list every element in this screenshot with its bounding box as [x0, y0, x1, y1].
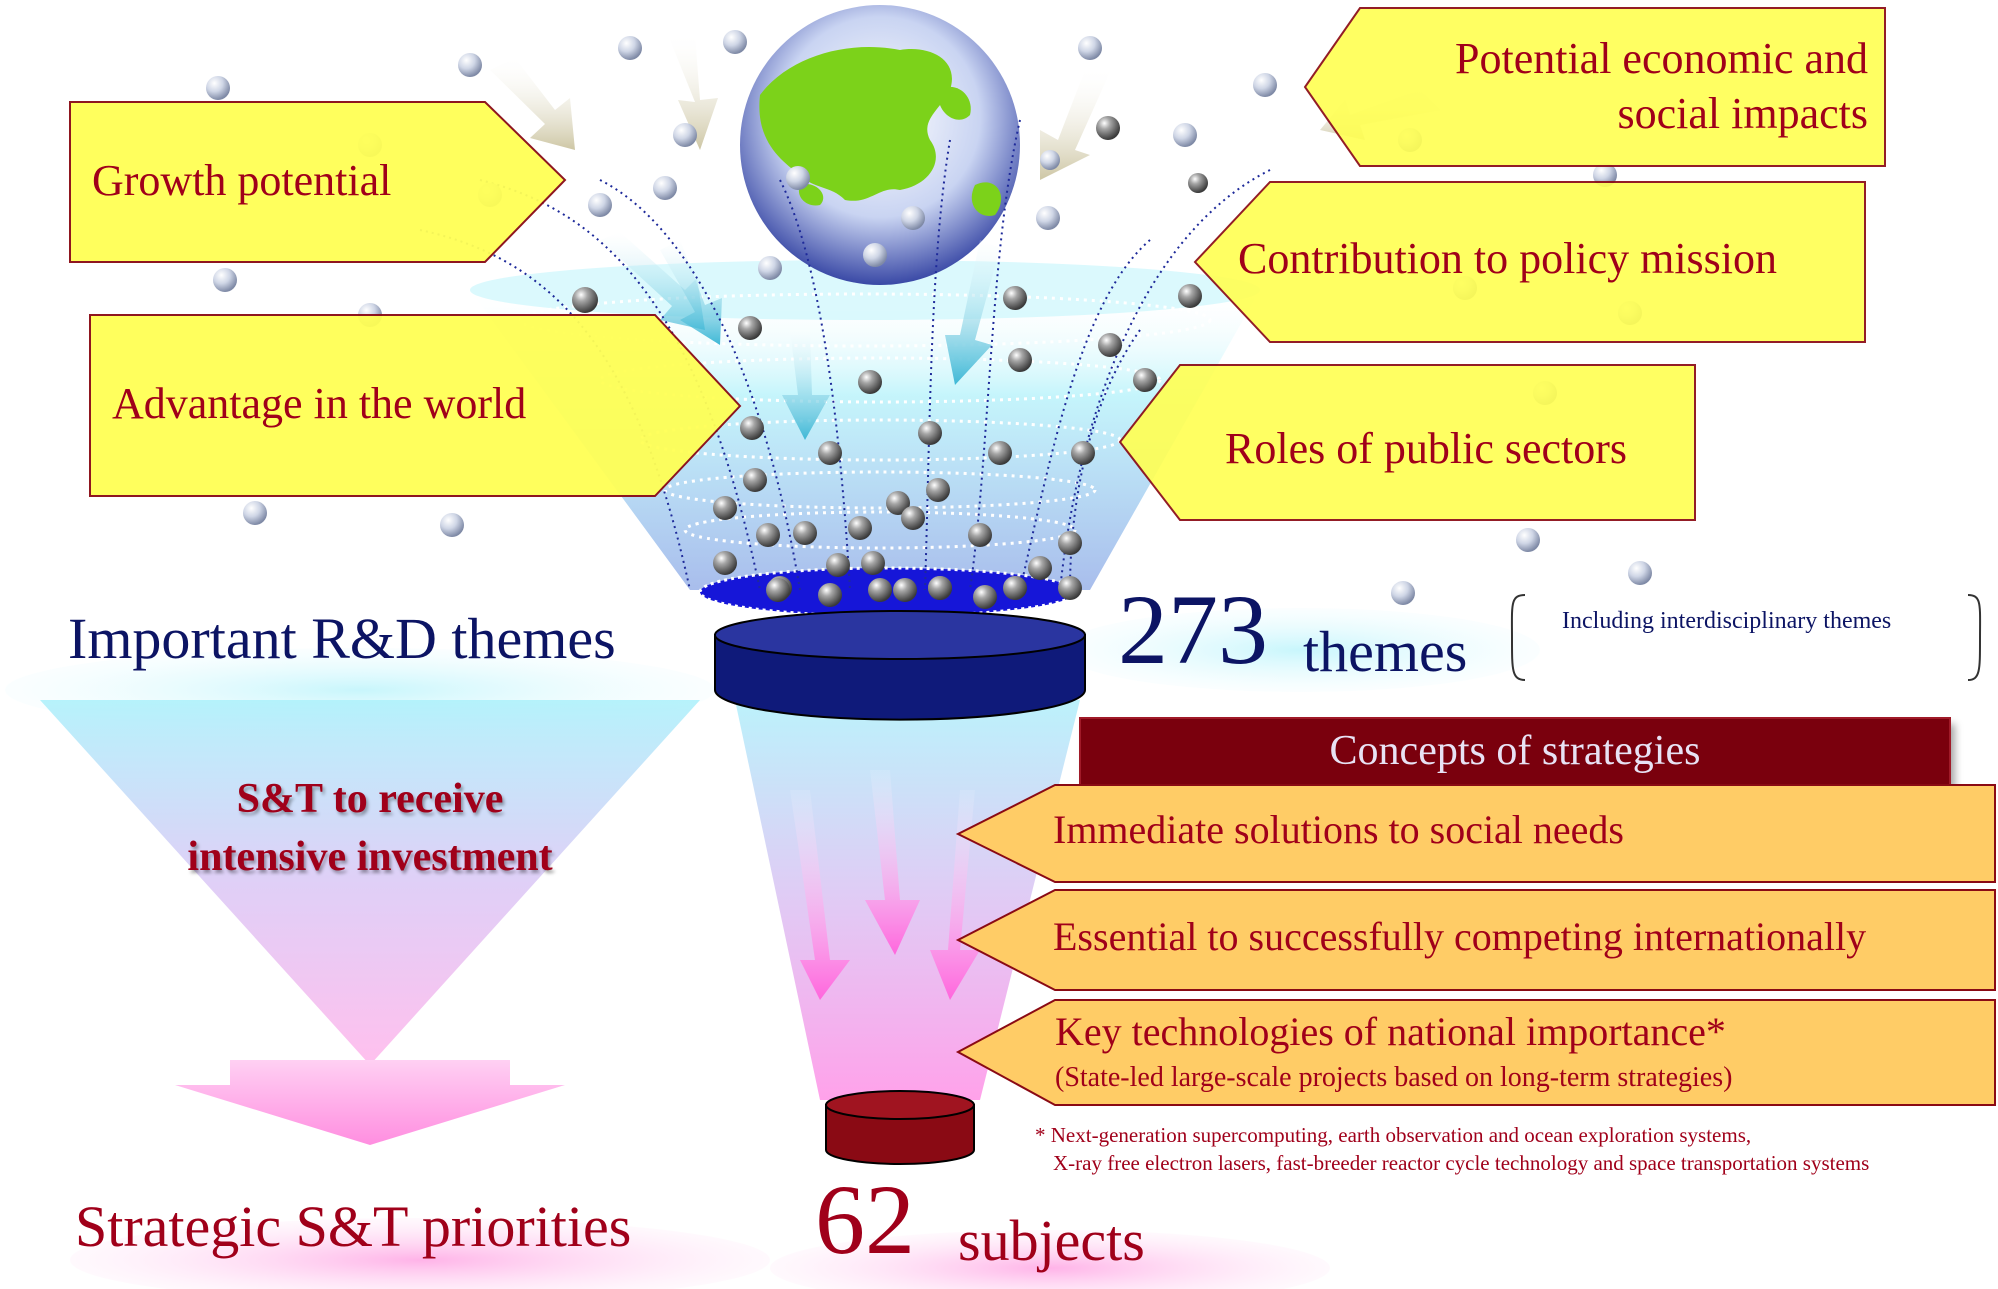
- beam-arrows: [790, 770, 980, 1000]
- concept-social-needs: Immediate solutions to social needs: [1053, 807, 1624, 852]
- footnote-line1: * Next-generation supercomputing, earth …: [1035, 1123, 1752, 1147]
- criterion-policy-mission: Contribution to policy mission: [1238, 234, 1778, 283]
- count-glow: [1060, 608, 1540, 692]
- concept-callout-social-needs: [955, 784, 1996, 883]
- concepts-header: Concepts of strategies: [1329, 728, 1701, 774]
- concept-national-importance: Key technologies of national importance*: [1055, 1009, 1726, 1054]
- note-brackets: [1510, 594, 1982, 681]
- themes-count: 273: [1118, 574, 1268, 685]
- themes-note: Including interdisciplinary themes: [1562, 608, 1892, 634]
- criterion-public-sectors: Roles of public sectors: [1225, 424, 1628, 473]
- concept-callout-competing: [955, 889, 1996, 991]
- concepts-header-box: [1079, 717, 1951, 787]
- cyan-arrows: [600, 232, 1000, 440]
- themes-disc: [714, 610, 1086, 721]
- concept-competing: Essential to successfully competing inte…: [1053, 914, 1867, 959]
- subjects-disc: [825, 1090, 975, 1165]
- criterion-advantage: Advantage in the world: [112, 379, 527, 428]
- particle-spheres: [206, 30, 1652, 609]
- result-count-glow: [770, 1230, 1330, 1289]
- result-unit: subjects: [958, 1208, 1145, 1273]
- result-title: Strategic S&T priorities: [75, 1194, 632, 1259]
- themes-title: Important R&D themes: [68, 606, 616, 671]
- criterion-growth-potential: Growth potential: [92, 156, 392, 205]
- globe-icon: [740, 5, 1020, 285]
- callout-economic-social-impacts: [1303, 7, 1886, 167]
- result-count: 62: [815, 1164, 915, 1275]
- callout-growth-potential: [69, 101, 567, 263]
- callout-policy-mission: [1193, 181, 1866, 343]
- footnote-line2: X-ray free electron lasers, fast-breeder…: [1053, 1151, 1870, 1175]
- left-cone: [5, 648, 715, 1145]
- result-title-glow: [70, 1218, 770, 1289]
- selection-line1: S&T to receive: [236, 776, 504, 822]
- selection-line2: intensive investment: [187, 834, 553, 880]
- dotted-paths: [419, 119, 1271, 591]
- concept-callout-national-importance: [955, 999, 1996, 1106]
- callout-public-sectors: [1118, 364, 1696, 521]
- callout-advantage-in-the-world: [89, 314, 742, 497]
- themes-unit: themes: [1303, 619, 1468, 684]
- concept-national-importance-sub: (State-led large-scale projects based on…: [1055, 1062, 1733, 1093]
- pink-down-arrow: [175, 1060, 565, 1145]
- criterion-economic-line1: Potential economic and: [1455, 34, 1868, 83]
- criterion-economic-line2: social impacts: [1617, 89, 1869, 138]
